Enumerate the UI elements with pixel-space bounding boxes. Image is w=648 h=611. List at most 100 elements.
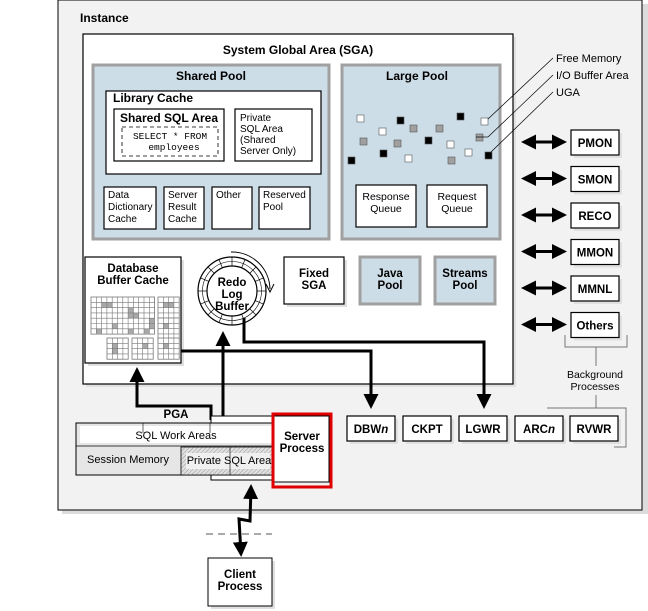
- memory-block: [424, 136, 433, 145]
- sub-box-line: Data: [108, 190, 130, 201]
- process-pmon: PMON: [521, 129, 622, 158]
- buffer-block: [157, 317, 180, 340]
- buffer-block: [90, 296, 155, 335]
- buffer-cache-title: Database: [107, 263, 158, 275]
- process-ckpt: CKPT: [402, 415, 454, 444]
- redo-label: Log: [221, 289, 242, 301]
- other-box: Other: [211, 186, 253, 230]
- session-memory: Session Memory: [87, 454, 169, 466]
- process-label: RECO: [578, 211, 611, 223]
- process-label: CKPT: [411, 424, 442, 436]
- client-connection: [206, 484, 272, 557]
- sga-title: System Global Area (SGA): [223, 43, 373, 57]
- buffer-grid: [90, 296, 180, 360]
- shared-sql-area: Shared SQL Area SELECT * FROM employees: [113, 108, 225, 162]
- memory-block: [480, 117, 489, 126]
- buffer-block: [131, 337, 154, 360]
- process-dbwn: DBWn: [346, 415, 398, 444]
- process-arcn: ARCn: [514, 415, 566, 444]
- background-processes-bottom: DBWn CKPT LGWR ARCn RVWR: [346, 415, 621, 444]
- memory-block: [464, 148, 473, 157]
- sub-box-line: Pool: [263, 202, 283, 213]
- redo-segment: [207, 308, 215, 316]
- memory-block: [379, 149, 388, 158]
- fixed-sga-label: SGA: [302, 280, 327, 292]
- sub-box-line: Other: [216, 190, 242, 201]
- memory-block: [404, 154, 413, 163]
- sub-box-line: Cache: [108, 214, 137, 225]
- sub-box-line: Result: [168, 202, 197, 213]
- client-process-label: Process: [218, 581, 263, 593]
- instance-title: Instance: [80, 11, 129, 25]
- memory-block: [435, 124, 444, 133]
- shared-sql-area-label: Shared SQL Area: [120, 111, 218, 125]
- sub-box-line: Cache: [168, 214, 197, 225]
- client-process: Client Process: [207, 557, 275, 609]
- java-pool: Java Pool: [358, 255, 422, 306]
- memory-block: [359, 137, 368, 146]
- process-label: MMON: [577, 248, 613, 260]
- process-smon: SMON: [521, 165, 622, 195]
- background-label: Background: [567, 369, 623, 381]
- process-label: LGWR: [465, 424, 501, 436]
- background-label: Processes: [570, 381, 619, 393]
- private-sql-line: Private: [240, 113, 272, 124]
- reserved-pool: Reserved Pool: [258, 186, 311, 230]
- redo-segment: [218, 313, 223, 323]
- data-dictionary-cache: Data Dictionary Cache: [103, 186, 157, 230]
- sql-work-areas: SQL Work Areas: [135, 430, 217, 442]
- process-label: SMON: [578, 175, 613, 187]
- redo-segment: [207, 266, 215, 274]
- redo-segment: [200, 300, 210, 305]
- java-pool-label: Pool: [378, 280, 403, 292]
- redo-segment: [249, 266, 257, 274]
- redo-segment: [200, 277, 210, 282]
- process-others: Others: [521, 311, 622, 341]
- process-label: PMON: [578, 138, 613, 150]
- sub-box-line: Dictionary: [108, 202, 152, 213]
- private-sql-area: Private SQL Area: [187, 455, 272, 467]
- java-pool-label: Java: [377, 268, 403, 280]
- legend-uga: UGA: [556, 87, 581, 99]
- server-process[interactable]: Server Process: [271, 412, 333, 489]
- private-sql-line: (Shared: [240, 135, 276, 146]
- private-sql-area-shared-server: Private SQL Area (Shared Server Only): [234, 108, 313, 162]
- queue-label: Queue: [441, 203, 473, 215]
- background-processes-bracket: Background Processes: [547, 335, 628, 448]
- response-queue: Response Queue: [355, 184, 417, 228]
- process-mmnl: MMNL: [521, 275, 622, 304]
- redo-log-buffer: Redo Log Buffer: [197, 251, 275, 326]
- background-processes-right: PMON SMON RECO MMON MMNL Others: [521, 129, 622, 341]
- memory-block: [484, 151, 493, 160]
- process-rvwr: RVWR: [569, 415, 621, 444]
- shared-pool-title: Shared Pool: [176, 69, 246, 83]
- process-label: ARCn: [523, 424, 555, 436]
- memory-block: [347, 156, 356, 165]
- memory-block: [446, 140, 455, 149]
- large-pool: Large Pool Response Queue Request Queue: [340, 63, 502, 241]
- process-reco: RECO: [521, 202, 622, 231]
- library-cache: Library Cache Shared SQL Area SELECT * F…: [105, 90, 322, 175]
- process-label: RVWR: [577, 424, 613, 436]
- server-process-label: Server: [284, 431, 320, 443]
- redo-segment: [241, 259, 246, 269]
- memory-block: [378, 127, 387, 136]
- redo-segment: [249, 308, 257, 316]
- pga-title: PGA: [164, 409, 189, 421]
- redo-label: Redo: [218, 277, 247, 289]
- memory-block: [456, 112, 465, 121]
- buffer-block: [157, 296, 180, 319]
- fixed-sga: Fixed SGA: [283, 256, 347, 307]
- private-sql-line: SQL Area: [240, 124, 283, 135]
- legend-free-memory: Free Memory: [556, 53, 622, 65]
- redo-segment: [218, 259, 223, 269]
- private-sql-line: Server Only): [240, 146, 296, 157]
- memory-block: [393, 139, 402, 148]
- buffer-block: [157, 337, 180, 360]
- process-label: MMNL: [578, 284, 613, 296]
- memory-block: [447, 156, 456, 165]
- process-label: DBWn: [354, 424, 389, 436]
- library-cache-title: Library Cache: [113, 91, 193, 105]
- memory-block: [396, 116, 405, 125]
- streams-pool: Streams Pool: [433, 255, 497, 306]
